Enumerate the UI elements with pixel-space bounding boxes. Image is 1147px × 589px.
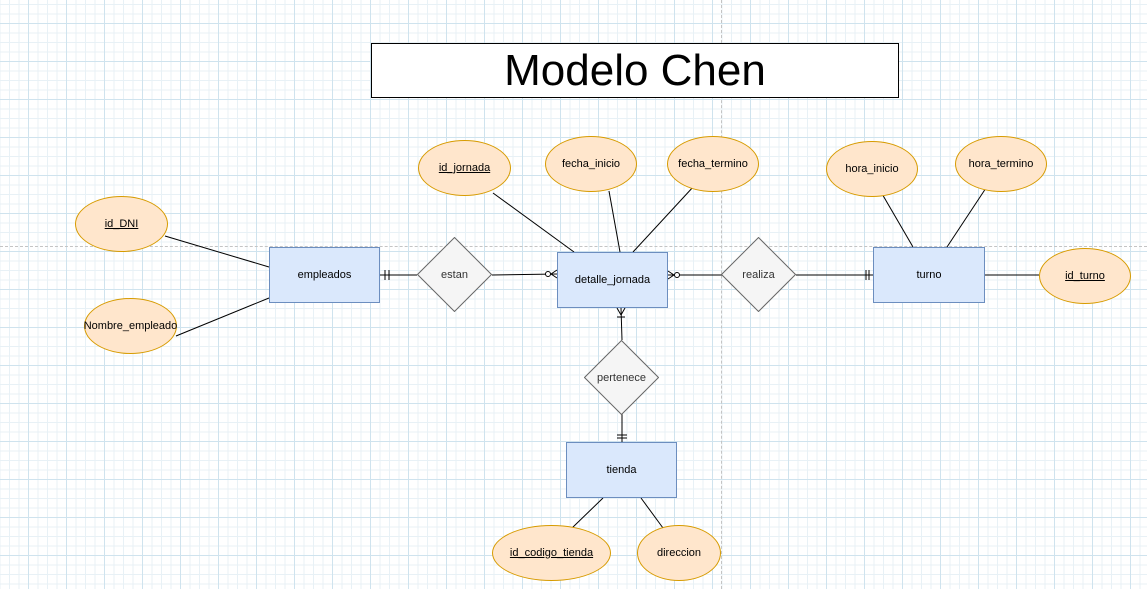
attribute-id-dni-label: id_DNI (104, 218, 139, 230)
attribute-id-turno-label: id_turno (1065, 270, 1105, 282)
attribute-id-codigo-tienda[interactable]: id_codigo_tienda (492, 525, 611, 581)
cardinality-crow-detalle-right-1 (667, 270, 675, 276)
attribute-fecha-inicio-label: fecha_inicio (561, 158, 621, 170)
attribute-nombre-empleado[interactable]: Nombre_empleado (84, 298, 177, 354)
link-fecha-inicio[interactable] (608, 190, 621, 253)
relationship-realiza[interactable]: realiza (721, 237, 796, 312)
relationship-estan[interactable]: estan (417, 237, 492, 312)
relationship-estan-shape (417, 237, 492, 312)
link-hora-inicio[interactable] (880, 191, 914, 248)
attribute-id-jornada-label: id_jornada (438, 162, 491, 174)
attribute-hora-inicio[interactable]: hora_inicio (826, 141, 918, 197)
cardinality-circle-detalle-right (674, 272, 680, 278)
attribute-id-codigo-tienda-label: id_codigo_tienda (509, 547, 594, 559)
relationship-pertenece-label: pertenece (597, 371, 646, 384)
link-id-jornada[interactable] (492, 192, 575, 253)
attribute-fecha-inicio[interactable]: fecha_inicio (545, 136, 637, 192)
relationship-realiza-label: realiza (742, 268, 775, 281)
cardinality-crow-detalle-bottom-2 (620, 307, 626, 316)
diagram-title[interactable]: Modelo Chen (371, 43, 899, 98)
attribute-direccion[interactable]: direccion (637, 525, 721, 581)
attribute-hora-termino[interactable]: hora_termino (955, 136, 1047, 192)
attribute-hora-termino-label: hora_termino (968, 158, 1034, 170)
link-direccion[interactable] (640, 497, 664, 529)
link-id-codigo-tienda[interactable] (571, 497, 604, 529)
relationship-pertenece[interactable]: pertenece (584, 340, 659, 415)
relationship-estan-label: estan (441, 268, 468, 281)
entity-tienda[interactable]: tienda (566, 442, 677, 498)
attribute-id-dni[interactable]: id_DNI (75, 196, 168, 252)
entity-detalle-jornada[interactable]: detalle_jornada (557, 252, 668, 308)
entity-turno[interactable]: turno (873, 247, 985, 303)
cardinality-crow-detalle-left-2 (550, 273, 558, 279)
link-nombre-empleado[interactable] (175, 297, 270, 337)
relationship-realiza-shape (721, 237, 796, 312)
link-hora-termino[interactable] (946, 187, 987, 248)
attribute-hora-inicio-label: hora_inicio (845, 163, 899, 175)
attribute-direccion-label: direccion (656, 547, 702, 559)
cardinality-crow-detalle-bottom-1 (616, 307, 622, 316)
link-detalle-pertenece[interactable] (620, 307, 623, 341)
attribute-id-turno[interactable]: id_turno (1039, 248, 1131, 304)
cardinality-circle-detalle-left (545, 271, 551, 277)
attribute-fecha-termino[interactable]: fecha_termino (667, 136, 759, 192)
attribute-fecha-termino-label: fecha_termino (678, 158, 748, 170)
attribute-nombre-empleado-label: Nombre_empleado (83, 320, 178, 332)
cardinality-crow-detalle-left-1 (550, 269, 558, 275)
relationship-pertenece-shape (584, 340, 659, 415)
link-id-dni[interactable] (164, 235, 270, 268)
entity-empleados[interactable]: empleados (269, 247, 380, 303)
link-fecha-termino[interactable] (632, 185, 695, 253)
cardinality-crow-detalle-right-2 (667, 274, 675, 280)
vertical-guide (721, 0, 722, 589)
attribute-id-jornada[interactable]: id_jornada (418, 140, 511, 196)
horizontal-guide (0, 246, 1147, 247)
